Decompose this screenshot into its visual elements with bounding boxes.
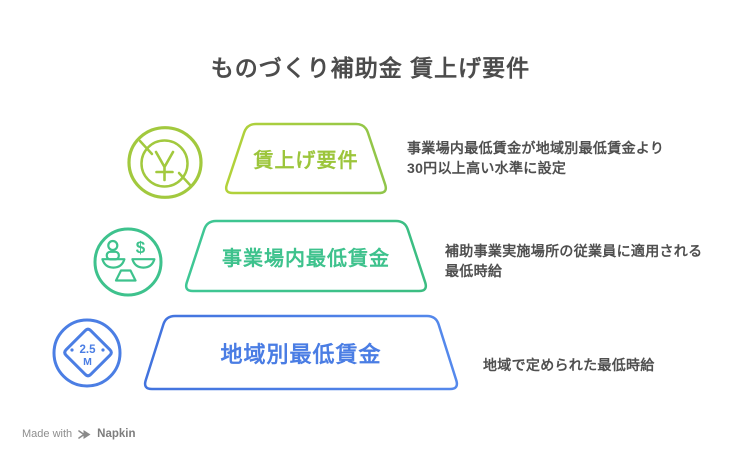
page-title: ものづくり補助金 賃上げ要件	[210, 55, 531, 81]
pyramid-level-2-description: 補助事業実施場所の従業員に適用される 最低時給	[445, 243, 703, 279]
balance-scale-icon: $	[93, 227, 163, 297]
dollar-glyph: $	[136, 238, 146, 257]
pyramid-level-3-label: 地域別最低賃金	[220, 341, 382, 367]
made-with-napkin-link[interactable]: Made with Napkin	[22, 426, 135, 442]
diamond-badge-icon: 2.5 M	[52, 318, 122, 388]
napkin-brand-text: Napkin	[97, 428, 136, 440]
napkin-logo-icon	[78, 429, 91, 439]
pyramid-level-2-label: 事業場内最低賃金	[222, 247, 390, 270]
pyramid-level-1-label: 賃上げ要件	[253, 150, 359, 172]
pyramid-level-1-description: 事業場内最低賃金が地域別最低賃金より 30円以上高い水準に設定	[407, 140, 665, 176]
pyramid-level-3-description: 地域で定められた最低時給	[483, 357, 655, 373]
badge-value-text: 2.5	[80, 344, 97, 356]
pyramid-level-3-shape	[143, 314, 459, 391]
pyramid-level-2-shape	[184, 219, 428, 293]
pyramid-level-1-shape	[224, 122, 388, 195]
badge-unit-text: M	[83, 356, 92, 368]
yen-coin-icon	[127, 126, 203, 199]
made-with-text: Made with	[22, 428, 73, 440]
